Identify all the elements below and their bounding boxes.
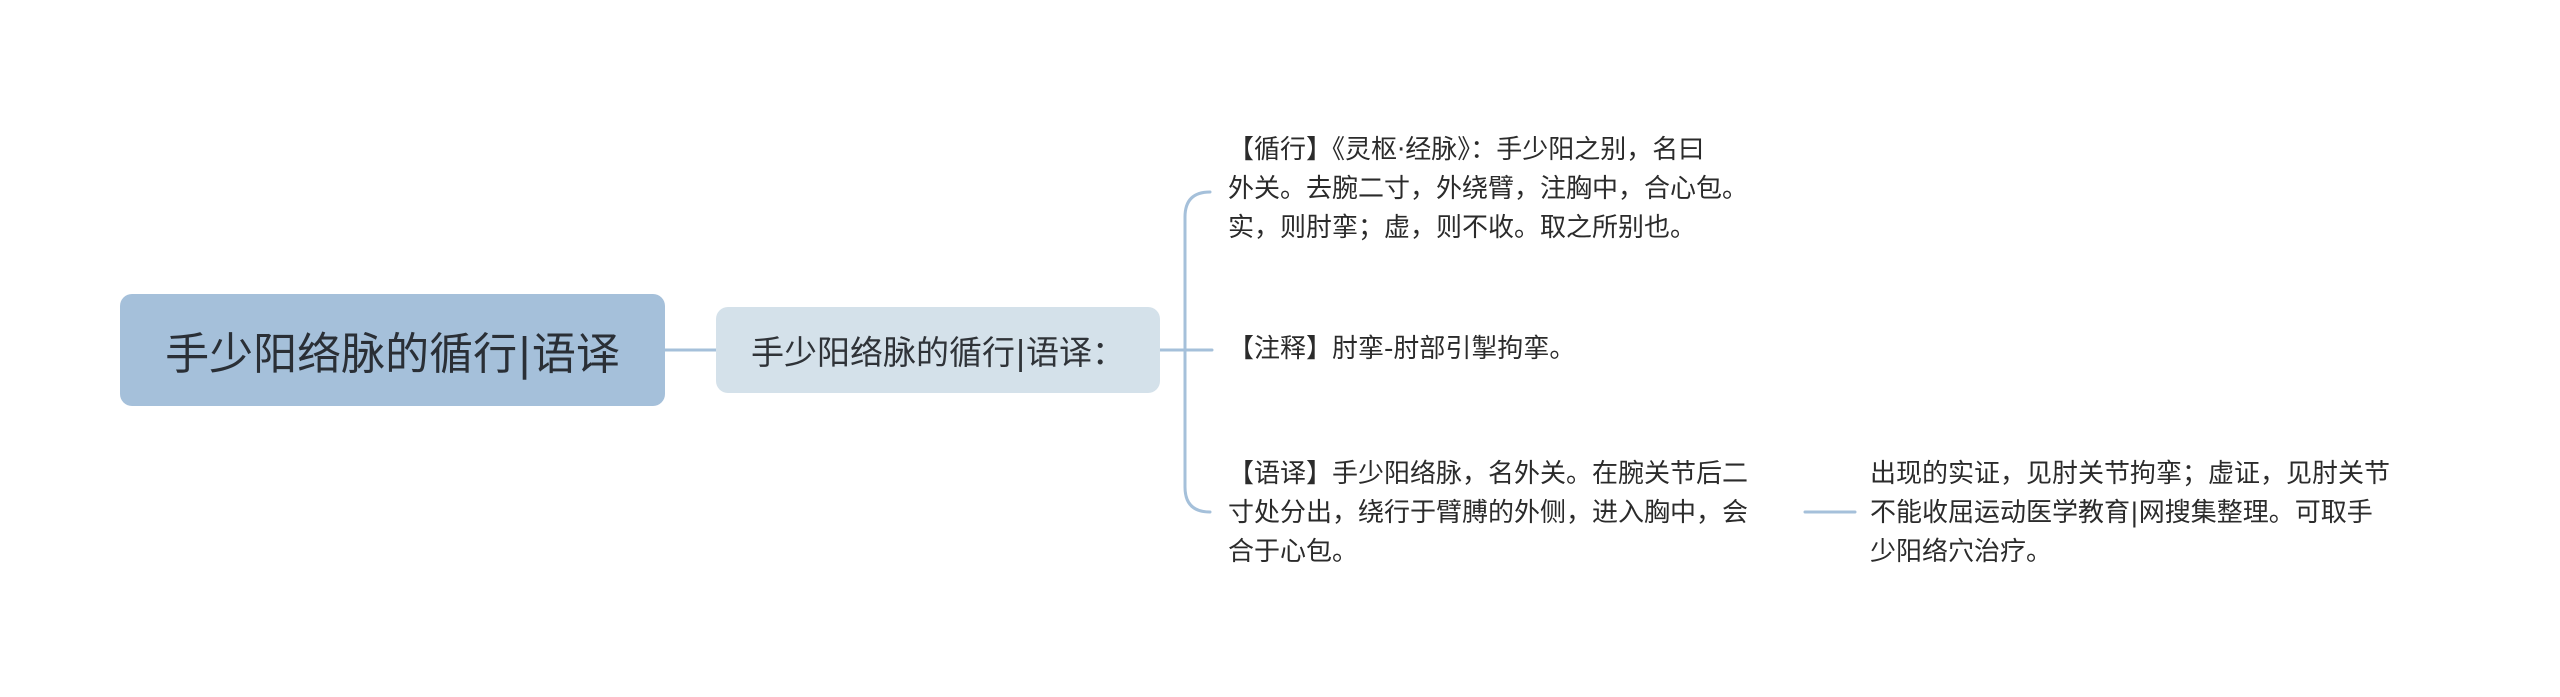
leaf-line: 出现的实证，见肘关节拘挛；虚证，见肘关节 xyxy=(1870,459,2391,489)
subtopic-label: 手少阳络脉的循行|语译： xyxy=(750,333,1126,372)
leaf-line: 合于心包。 xyxy=(1228,537,1359,567)
leaf-line: 不能收屈运动医学教育|网搜集整理。可取手 xyxy=(1870,498,2373,528)
leaf-line: 外关。去腕二寸，外绕臂，注胸中，合心包。 xyxy=(1228,174,1749,204)
connector-bracket xyxy=(1183,190,1212,514)
root-topic-label: 手少阳络脉的循行|语译 xyxy=(165,329,620,380)
leaf-node-translation[interactable]: 【语译】手少阳络脉，名外关。在腕关节后二 寸处分出，绕行于臂膊的外侧，进入胸中，… xyxy=(1228,455,1793,572)
leaf-node-circulation[interactable]: 【循行】《灵枢·经脉》：手少阳之别，名曰 外关。去腕二寸，外绕臂，注胸中，合心包… xyxy=(1228,131,1788,248)
leaf-line: 少阳络穴治疗。 xyxy=(1870,537,2053,567)
leaf-line: 实，则肘挛；虚，则不收。取之所别也。 xyxy=(1228,213,1697,243)
leaf-node-translation-detail[interactable]: 出现的实证，见肘关节拘挛；虚证，见肘关节 不能收屈运动医学教育|网搜集整理。可取… xyxy=(1870,455,2450,572)
leaf-line: 【语译】手少阳络脉，名外关。在腕关节后二 xyxy=(1228,459,1749,489)
leaf-line: 【注释】肘挛-肘部引掣拘挛。 xyxy=(1228,334,1576,364)
leaf-node-annotation[interactable]: 【注释】肘挛-肘部引掣拘挛。 xyxy=(1228,330,1788,369)
leaf-line: 寸处分出，绕行于臂膊的外侧，进入胸中，会 xyxy=(1228,498,1749,528)
root-topic[interactable]: 手少阳络脉的循行|语译 xyxy=(120,294,665,406)
subtopic-node[interactable]: 手少阳络脉的循行|语译： xyxy=(716,307,1160,393)
leaf-line: 【循行】《灵枢·经脉》：手少阳之别，名曰 xyxy=(1228,135,1705,165)
